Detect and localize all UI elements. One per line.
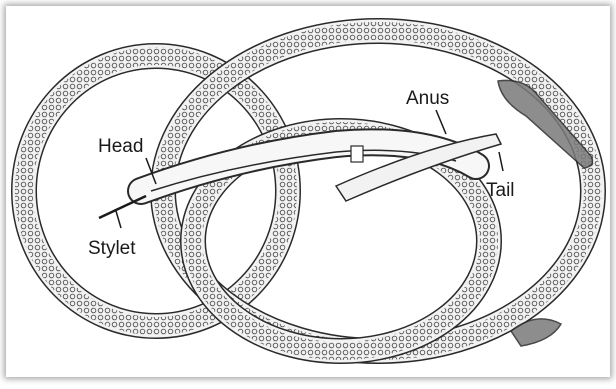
label-tail: Tail [486, 180, 515, 201]
label-anus: Anus [406, 88, 449, 109]
stylet-line [99, 196, 146, 218]
label-head: Head [98, 136, 143, 157]
label-stylet: Stylet [88, 238, 136, 259]
stylet-pointer [116, 211, 121, 228]
tail-pointer [499, 152, 503, 171]
diagram-frame: Head Stylet Anus Tail [6, 6, 610, 377]
nematode-diagram: Head Stylet Anus Tail [6, 6, 610, 377]
anus-pointer [436, 110, 446, 134]
